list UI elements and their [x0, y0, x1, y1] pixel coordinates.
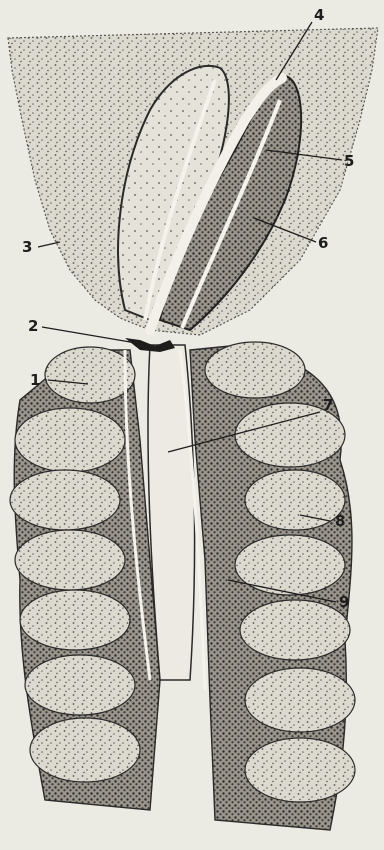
label-7: 7: [323, 396, 333, 414]
label-9: 9: [339, 593, 349, 611]
label-3: 3: [22, 238, 32, 256]
label-4: 4: [314, 6, 324, 24]
label-6: 6: [318, 234, 328, 252]
label-8: 8: [335, 512, 345, 530]
label-5: 5: [344, 152, 354, 170]
label-2: 2: [28, 317, 38, 335]
label-1: 1: [30, 371, 40, 389]
